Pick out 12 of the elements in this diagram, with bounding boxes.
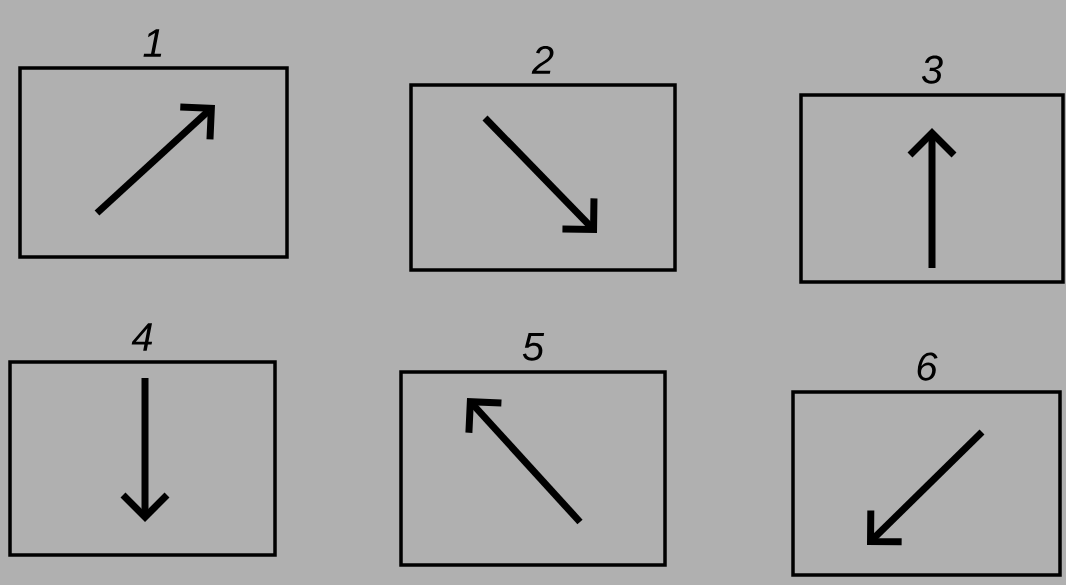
panel-box: 5 [399, 332, 667, 567]
panel-box: 6 [791, 352, 1062, 577]
node-label: 3 [921, 55, 943, 84]
node-label: 5 [522, 332, 545, 361]
panel-box: 4 [8, 323, 277, 557]
node-label: 1 [143, 29, 162, 57]
panel-box: 3 [799, 55, 1065, 284]
panel-box: 1 [18, 29, 289, 259]
node-label: 4 [131, 323, 153, 351]
panel-box: 2 [409, 45, 677, 272]
node-label: 2 [531, 45, 554, 74]
node-label: 6 [917, 352, 938, 381]
